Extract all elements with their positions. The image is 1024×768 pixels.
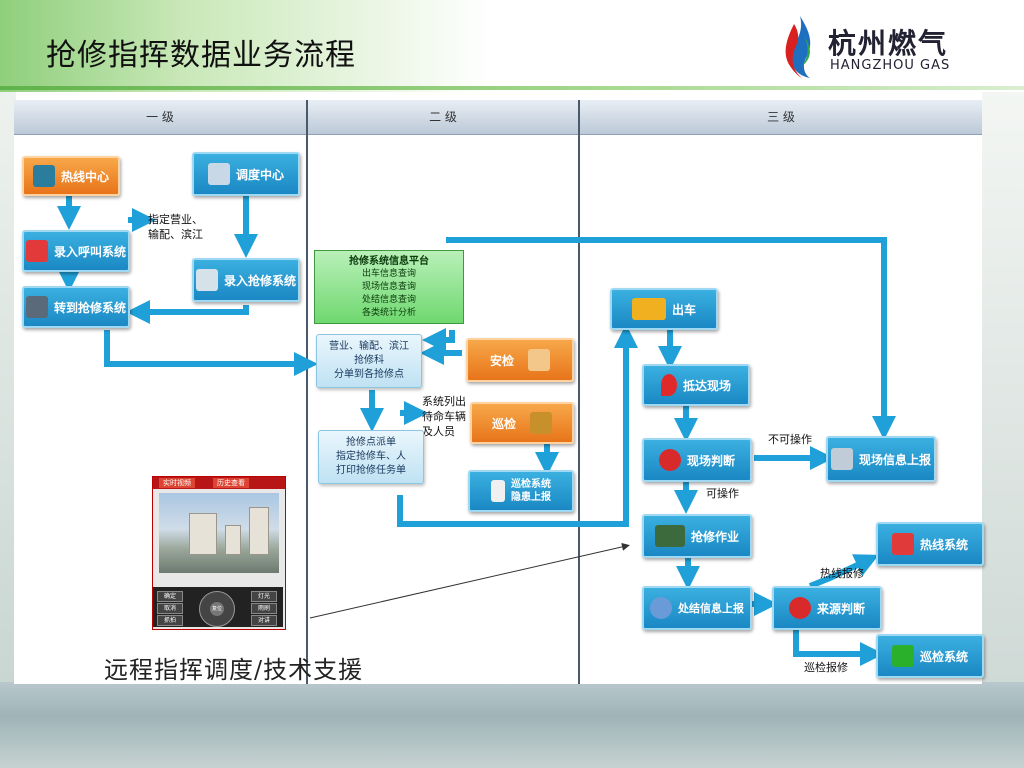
lane-header-level1: 一 级 xyxy=(14,100,306,135)
node-label: 录入呼叫系统 xyxy=(53,244,126,259)
monitor-icon xyxy=(891,645,914,667)
platform-line: 处结信息查询 xyxy=(361,295,416,305)
node-label: 安检 xyxy=(489,353,514,368)
video-button[interactable]: 确定 xyxy=(157,591,183,602)
reporter-icon xyxy=(830,448,853,470)
building-image xyxy=(189,513,217,555)
right-background xyxy=(982,92,1024,684)
logo-text: 杭州燃气 xyxy=(828,27,949,60)
flame-logo-icon xyxy=(785,16,811,78)
node-label: 巡检系统 隐患上报 xyxy=(511,479,551,503)
node-label: 巡检 xyxy=(491,416,516,431)
node-label: 出车 xyxy=(671,302,696,317)
arrive-node: 抵达现场 xyxy=(642,364,750,406)
node-label: 处结信息上报 xyxy=(678,602,744,615)
node-label: 抢修作业 xyxy=(690,529,739,544)
building-image xyxy=(225,525,241,555)
toolbox-icon xyxy=(654,525,685,547)
node-label: 抵达现场 xyxy=(682,378,731,393)
video-button[interactable]: 抓拍 xyxy=(157,615,183,626)
lane-separator xyxy=(578,100,580,684)
handheld-device-icon xyxy=(491,480,505,502)
patrol-node: 巡检 xyxy=(470,402,574,444)
video-screen xyxy=(159,493,279,573)
video-button[interactable]: 雨刷 xyxy=(251,603,277,614)
node-label: 现场判断 xyxy=(686,453,735,468)
phone-icon xyxy=(32,165,55,187)
repair-info-platform: 抢修系统信息平台 出车信息查询 现场信息查询 处结信息查询 各类统计分析 xyxy=(314,250,464,324)
point-order-node: 抢修点派单 指定抢修车、人 打印抢修任务单 xyxy=(318,430,424,484)
lane-header-level2: 二 级 xyxy=(308,100,578,135)
inspector-icon xyxy=(528,349,550,371)
record-repair-node: 录入抢修系统 xyxy=(192,258,300,302)
assign-label: 指定营业、 输配、滨江 xyxy=(148,213,203,241)
tab-history[interactable]: 历史查看 xyxy=(213,478,249,488)
node-label: 热线中心 xyxy=(60,169,109,184)
logo-subtext: HANGZHOU GAS xyxy=(830,58,951,73)
patrol-system2-node: 巡检系统 xyxy=(876,634,984,678)
document-icon xyxy=(25,240,48,262)
hotline-system-node: 热线系统 xyxy=(876,522,984,566)
not-operable-label: 不可操作 xyxy=(768,433,812,446)
location-pin-icon xyxy=(660,374,677,396)
caption: 远程指挥调度/技术支援 xyxy=(104,656,364,684)
transfer-repair-node: 转到抢修系统 xyxy=(22,286,130,328)
lane-header-level3: 三 级 xyxy=(580,100,982,135)
building-image xyxy=(249,507,269,555)
record-call-node: 录入呼叫系统 xyxy=(22,230,130,272)
bottom-background-photo xyxy=(0,682,1024,768)
video-button[interactable]: 对讲 xyxy=(251,615,277,626)
direction-pad[interactable]: 复位 xyxy=(199,591,235,627)
platform-title: 抢修系统信息平台 xyxy=(349,256,429,267)
question-icon xyxy=(788,597,811,619)
node-label: 来源判断 xyxy=(816,601,865,616)
site-report-node: 现场信息上报 xyxy=(826,436,936,482)
operator-icon xyxy=(207,163,230,185)
node-label: 热线系统 xyxy=(919,537,968,552)
node-label: 现场信息上报 xyxy=(858,452,931,467)
flow-diagram: 一 级 二 级 三 级 xyxy=(14,100,984,684)
platform-line: 现场信息查询 xyxy=(361,282,416,292)
tools-icon xyxy=(25,296,48,318)
hotline-repair-label: 热线报修 xyxy=(820,567,864,580)
source-judge-node: 来源判断 xyxy=(772,586,882,630)
safety-check-node: 安检 xyxy=(466,338,574,382)
system-list-label: 系统列出 待命车辆 及人员 xyxy=(422,395,466,438)
phone-icon xyxy=(891,533,914,555)
result-report-node: 处结信息上报 xyxy=(642,586,752,630)
node-label: 巡检系统 xyxy=(919,649,968,664)
tab-live-video[interactable]: 实时视频 xyxy=(159,478,195,488)
operable-label: 可操作 xyxy=(706,487,739,500)
patrol-system-node: 巡检系统 隐患上报 xyxy=(468,470,574,512)
dispatch-points-node: 营业、输配、滨江 抢修科 分单到各抢修点 xyxy=(316,334,422,388)
dispatch-center-node: 调度中心 xyxy=(192,152,300,196)
video-button[interactable]: 取消 xyxy=(157,603,183,614)
page-title: 抢修指挥数据业务流程 xyxy=(46,38,356,73)
lane-separator xyxy=(306,100,308,684)
header-divider xyxy=(0,86,1024,90)
video-button[interactable]: 灯光 xyxy=(251,591,277,602)
depart-node: 出车 xyxy=(610,288,718,330)
operator-icon xyxy=(195,269,218,291)
platform-line: 出车信息查询 xyxy=(361,269,416,279)
reset-button[interactable]: 复位 xyxy=(210,602,224,616)
flow-arrows xyxy=(57,196,896,666)
patrol-repair-label: 巡检报修 xyxy=(804,661,848,674)
node-label: 录入抢修系统 xyxy=(223,273,296,288)
header-banner xyxy=(0,0,1024,92)
platform-line: 各类统计分析 xyxy=(361,308,416,318)
globe-icon xyxy=(650,597,672,619)
video-tabs: 实时视频 历史查看 xyxy=(153,477,285,489)
node-label: 转到抢修系统 xyxy=(53,300,126,315)
node-label: 调度中心 xyxy=(235,167,284,182)
hotline-center-node: 热线中心 xyxy=(22,156,120,196)
repair-work-node: 抢修作业 xyxy=(642,514,752,558)
truck-icon xyxy=(631,298,666,320)
question-icon xyxy=(658,449,681,471)
worker-icon xyxy=(530,412,552,434)
video-controls: 确定 取消 抓拍 复位 灯光 雨刷 对讲 xyxy=(153,587,283,627)
judge-node: 现场判断 xyxy=(642,438,752,482)
left-background xyxy=(0,92,16,684)
remote-video-panel: 实时视频 历史查看 确定 取消 抓拍 复位 灯光 雨刷 对讲 xyxy=(152,476,286,630)
